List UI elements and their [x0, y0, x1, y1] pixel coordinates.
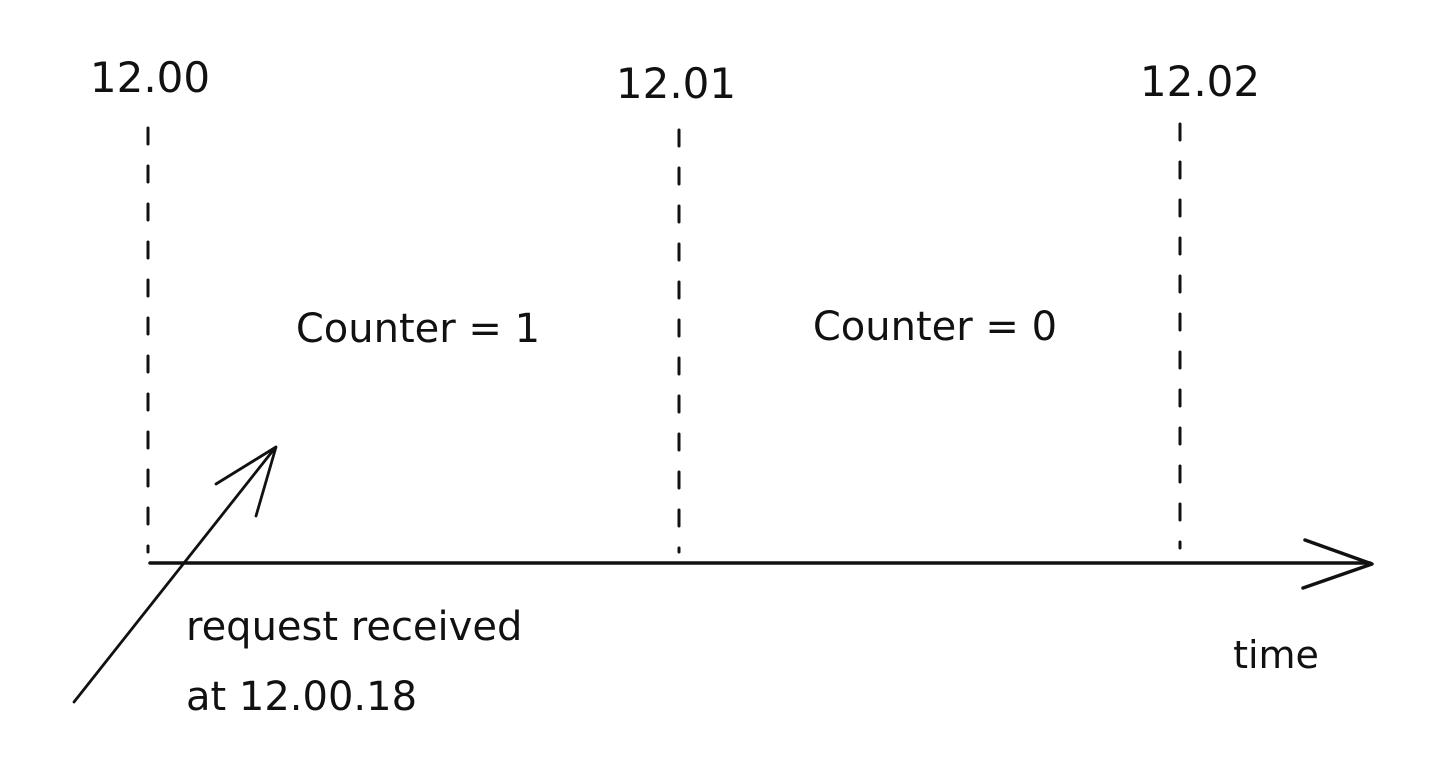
- request-arrow-shaft: [72, 446, 277, 704]
- marker-label-1202: 12.02: [1140, 57, 1260, 106]
- request-note-line2: at 12.00.18: [186, 674, 417, 720]
- request-arrow-head: [214, 445, 278, 518]
- interval-label-second-minute: Counter = 0: [813, 304, 1057, 350]
- time-axis-arrowhead: [1301, 538, 1374, 590]
- marker-label-1200: 12.00: [90, 53, 210, 102]
- interval-label-first-minute: Counter = 1: [296, 306, 540, 352]
- request-note-line1: request received: [186, 604, 522, 650]
- time-axis-label: time: [1233, 633, 1319, 677]
- marker-label-1201: 12.01: [616, 59, 736, 108]
